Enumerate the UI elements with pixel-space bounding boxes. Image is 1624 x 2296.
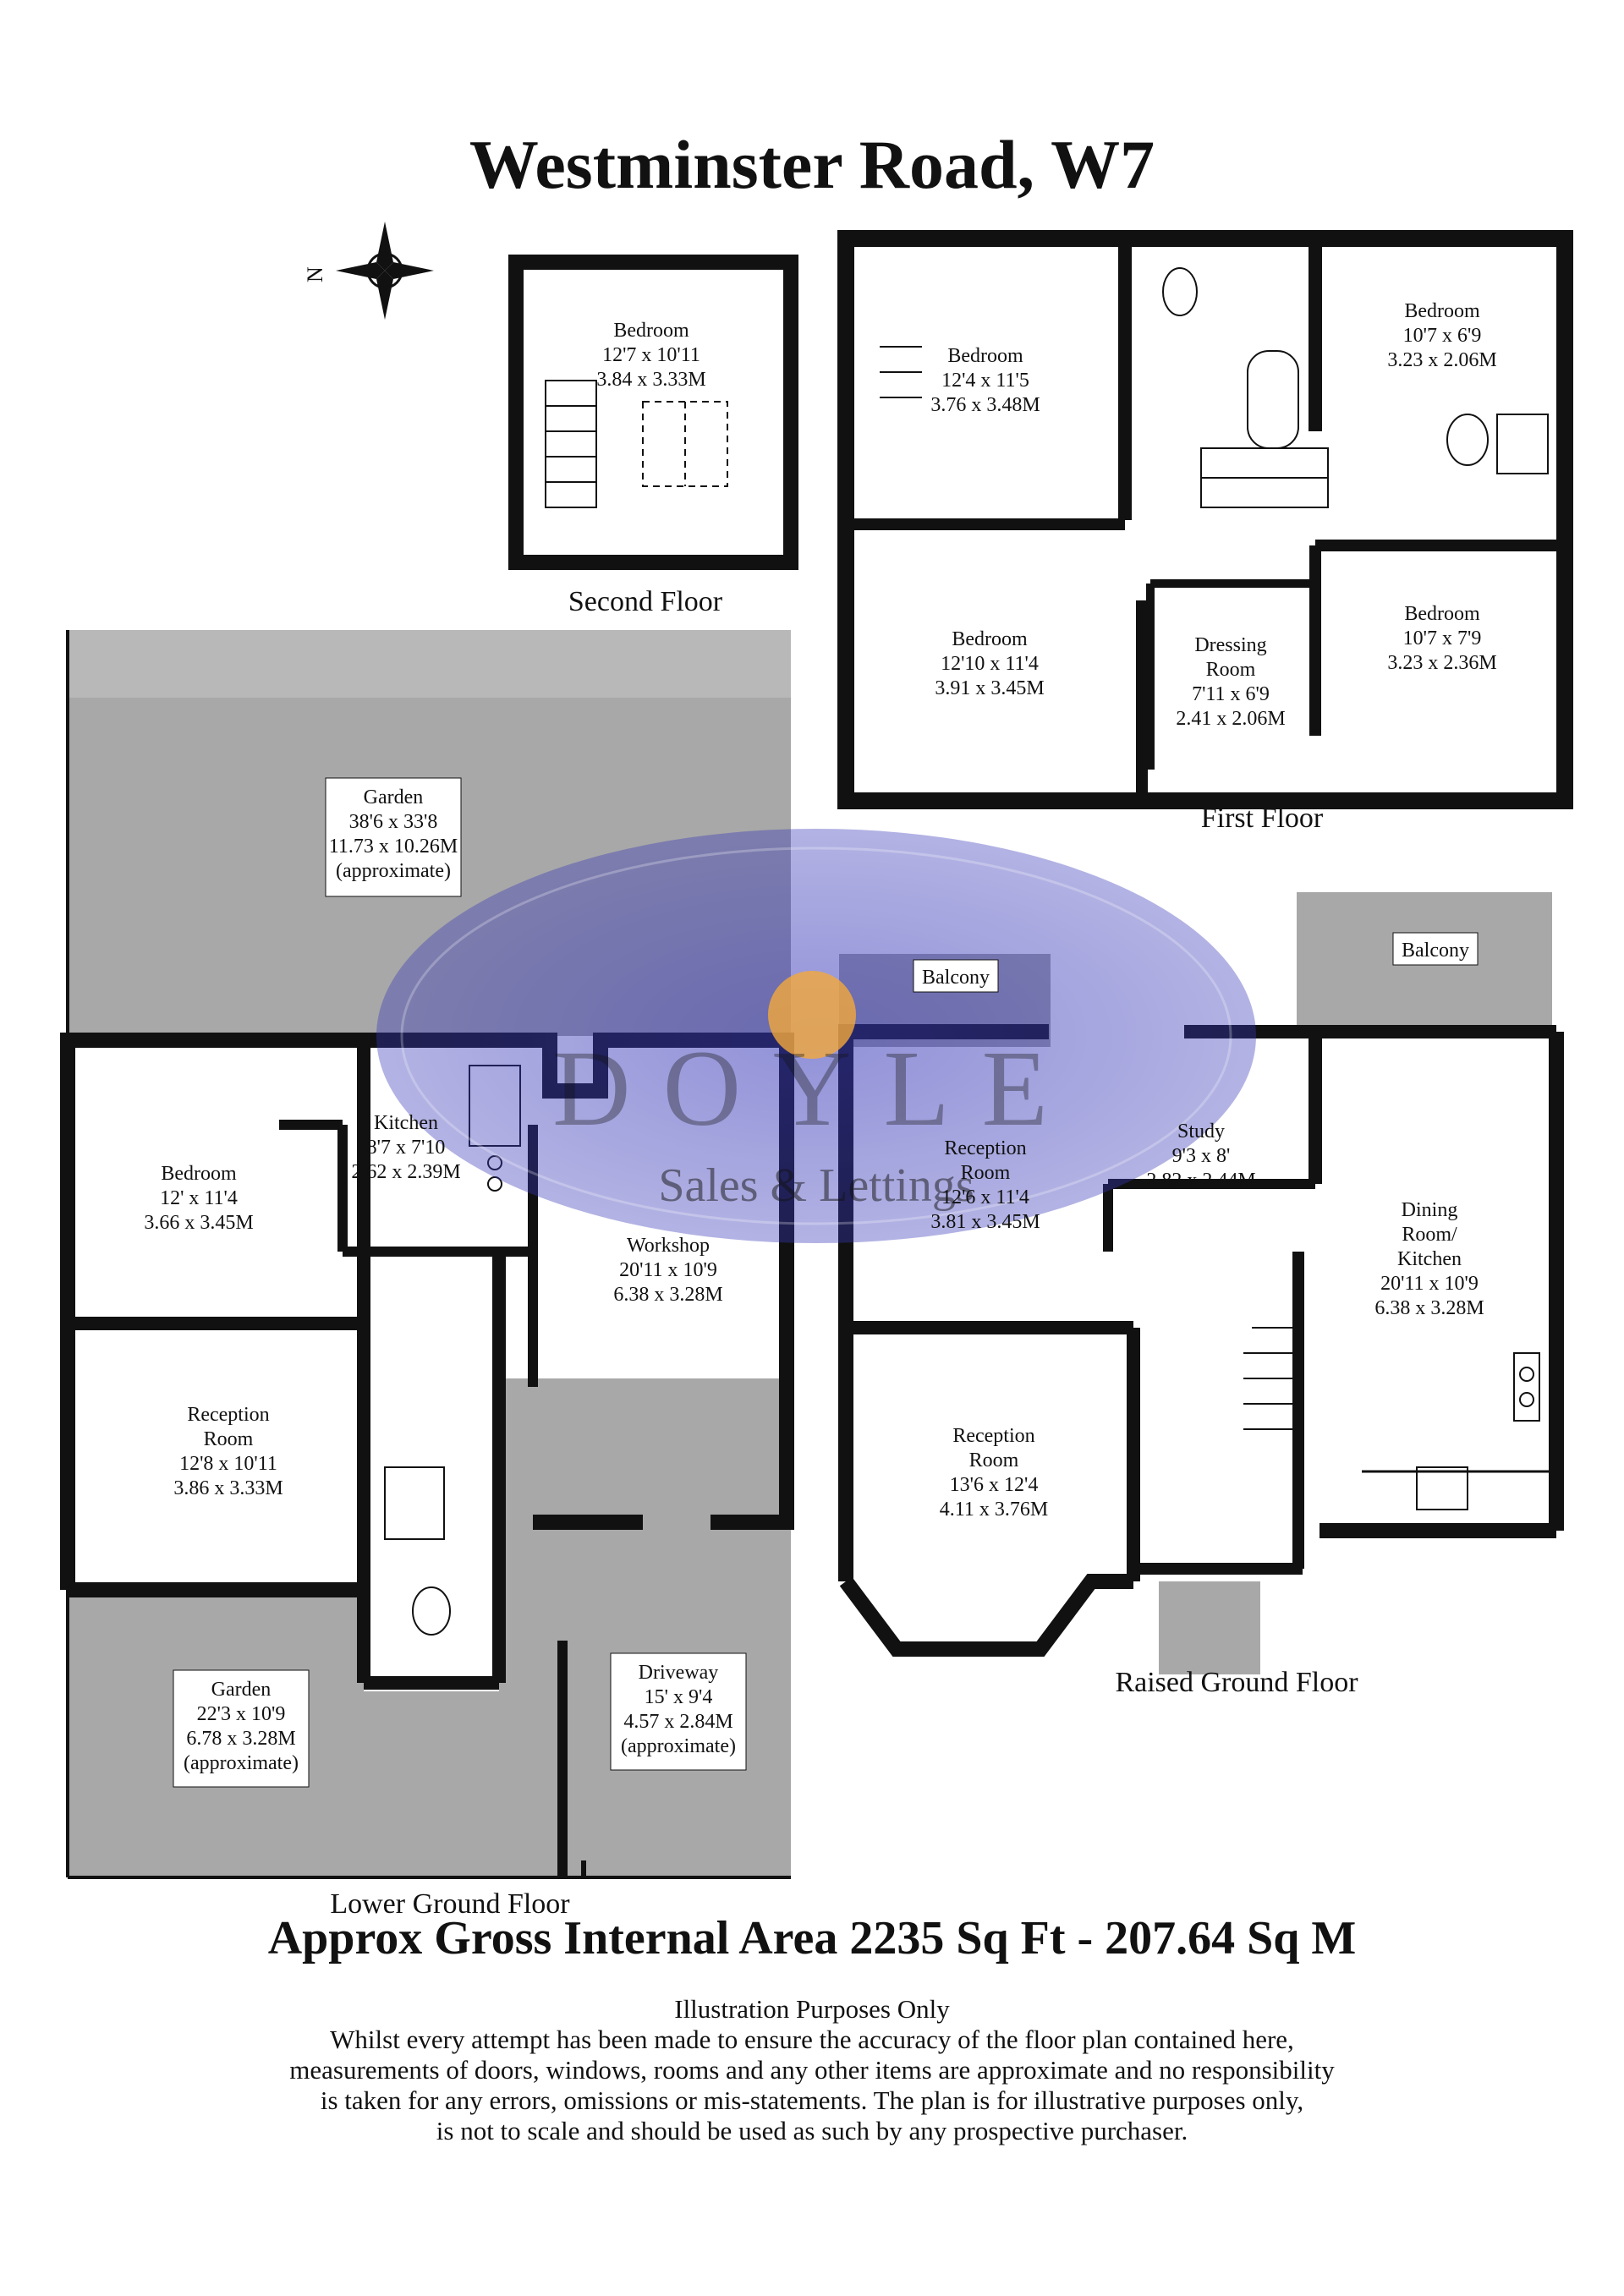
rg-dining-name2: Room/	[1402, 1224, 1457, 1246]
second-floor	[508, 255, 798, 570]
disclaimer-line: Illustration Purposes Only	[674, 1994, 950, 2024]
ff-bedroom3-name: Bedroom	[952, 628, 1028, 650]
lg-workshop-imperial: 20'11 x 10'9	[619, 1259, 717, 1281]
top-strip-area	[68, 630, 791, 698]
lg-kitchen-imperial: 8'7 x 7'10	[367, 1137, 446, 1159]
lg-garden-front-name: Garden	[211, 1679, 272, 1701]
lg-reception-name2: Room	[204, 1428, 254, 1450]
floor-title-first: First Floor	[1201, 803, 1324, 834]
rg-reception2-name: Reception	[952, 1425, 1034, 1447]
lg-reception-metric: 3.86 x 3.33M	[173, 1477, 283, 1499]
lg-garden-rear-name: Garden	[364, 786, 424, 808]
lg-driveway-imperial: 15' x 9'4	[645, 1686, 713, 1708]
lg-garden-rear-metric: 11.73 x 10.26M	[329, 836, 458, 858]
rg-balcony1-label: Balcony	[922, 967, 990, 989]
ff-dressing-imperial: 7'11 x 6'9	[1192, 683, 1270, 705]
floor-title-second: Second Floor	[568, 586, 723, 617]
lg-bedroom-name: Bedroom	[161, 1163, 237, 1185]
sf-bedroom-metric: 3.84 x 3.33M	[596, 369, 705, 391]
lg-garden-front-note: (approximate)	[184, 1752, 299, 1774]
rg-reception1-imperial: 12'6 x 11'4	[941, 1186, 1029, 1208]
rg-dining-metric: 6.38 x 3.28M	[1374, 1297, 1484, 1319]
lg-reception-imperial: 12'8 x 10'11	[179, 1453, 277, 1475]
lg-garden-front-metric: 6.78 x 3.28M	[186, 1728, 295, 1750]
disclaimer-line: is not to scale and should be used as su…	[436, 2116, 1188, 2145]
ff-bedroom3-metric: 3.91 x 3.45M	[935, 677, 1044, 699]
ff-bedroom4-metric: 3.23 x 2.36M	[1387, 652, 1496, 674]
rg-dining-imperial: 20'11 x 10'9	[1380, 1273, 1479, 1295]
ff-bedroom1-metric: 3.76 x 3.48M	[930, 394, 1040, 416]
rg-reception1-name: Reception	[944, 1137, 1026, 1159]
lg-driveway-name: Driveway	[639, 1662, 719, 1684]
lg-driveway-metric: 4.57 x 2.84M	[623, 1711, 732, 1733]
ff-bedroom4-name: Bedroom	[1404, 603, 1480, 625]
lg-workshop-metric: 6.38 x 3.28M	[613, 1284, 722, 1306]
front-garden-area	[68, 1378, 791, 1877]
rg-reception1-metric: 3.81 x 3.45M	[930, 1211, 1040, 1233]
brand-tagline: Sales & Lettings	[658, 1159, 974, 1212]
lg-driveway-note: (approximate)	[621, 1735, 736, 1757]
compass-icon: N	[303, 222, 434, 320]
disclaimer-line: measurements of doors, windows, rooms an…	[289, 2055, 1335, 2085]
ff-bedroom3-imperial: 12'10 x 11'4	[941, 653, 1039, 675]
ff-bedroom2-imperial: 10'7 x 6'9	[1403, 325, 1482, 347]
rg-study-name: Study	[1177, 1121, 1225, 1143]
lg-kitchen-name: Kitchen	[374, 1112, 438, 1134]
front-step-area	[1159, 1581, 1260, 1674]
brand-watermark: DOYLE Sales & Lettings	[376, 829, 1256, 1243]
sf-bedroom-name: Bedroom	[613, 320, 689, 342]
ff-bedroom1-imperial: 12'4 x 11'5	[941, 370, 1029, 392]
lg-reception-name: Reception	[187, 1404, 269, 1426]
rg-reception2-name2: Room	[969, 1449, 1019, 1471]
compass-north-label: N	[303, 266, 327, 282]
rg-reception2-metric: 4.11 x 3.76M	[940, 1499, 1048, 1521]
floor-title-lower-ground: Lower Ground Floor	[330, 1888, 570, 1920]
page-title: Westminster Road, W7	[469, 126, 1155, 203]
rg-reception1-name2: Room	[961, 1162, 1011, 1184]
lg-garden-front-imperial: 22'3 x 10'9	[197, 1703, 286, 1725]
lg-garden-rear-imperial: 38'6 x 33'8	[349, 811, 438, 833]
disclaimer-line: Whilst every attempt has been made to en…	[330, 2025, 1294, 2054]
ff-dressing-name: Dressing	[1194, 634, 1266, 656]
disclaimer-line: is taken for any errors, omissions or mi…	[320, 2085, 1304, 2115]
lg-workshop-name: Workshop	[627, 1235, 710, 1257]
sf-bedroom-imperial: 12'7 x 10'11	[602, 344, 700, 366]
lg-bedroom-metric: 3.66 x 3.45M	[144, 1212, 253, 1234]
rg-study-metric: 2.82 x 2.44M	[1146, 1170, 1255, 1192]
rg-study-imperial: 9'3 x 8'	[1172, 1145, 1231, 1167]
rg-balcony2-label: Balcony	[1402, 940, 1469, 962]
gross-area: Approx Gross Internal Area 2235 Sq Ft - …	[267, 1912, 1357, 1964]
floor-titles: Second Floor First Floor Lower Ground Fl…	[330, 586, 1358, 1920]
ff-bedroom1-name: Bedroom	[947, 345, 1023, 367]
ff-bedroom2-name: Bedroom	[1404, 300, 1480, 322]
rg-reception2-imperial: 13'6 x 12'4	[950, 1474, 1039, 1496]
floor-title-raised-ground: Raised Ground Floor	[1115, 1667, 1358, 1698]
lg-bedroom-imperial: 12' x 11'4	[160, 1187, 238, 1209]
first-floor	[837, 230, 1573, 809]
rg-dining-name: Dining	[1402, 1199, 1458, 1221]
lg-kitchen-metric: 2.62 x 2.39M	[351, 1161, 460, 1183]
disclaimer: Illustration Purposes Only Whilst every …	[0, 1994, 1624, 2146]
room-labels: Bedroom 12'7 x 10'11 3.84 x 3.33M Bedroo…	[144, 300, 1497, 1788]
lg-garden-rear-note: (approximate)	[336, 860, 451, 882]
rg-dining-name3: Kitchen	[1397, 1248, 1462, 1270]
ff-bedroom2-metric: 3.23 x 2.06M	[1387, 349, 1496, 371]
ff-bedroom4-imperial: 10'7 x 7'9	[1403, 627, 1482, 649]
brand-name: DOYLE	[552, 1028, 1080, 1148]
ff-dressing-metric: 2.41 x 2.06M	[1176, 708, 1285, 730]
ff-dressing-name2: Room	[1206, 659, 1256, 681]
